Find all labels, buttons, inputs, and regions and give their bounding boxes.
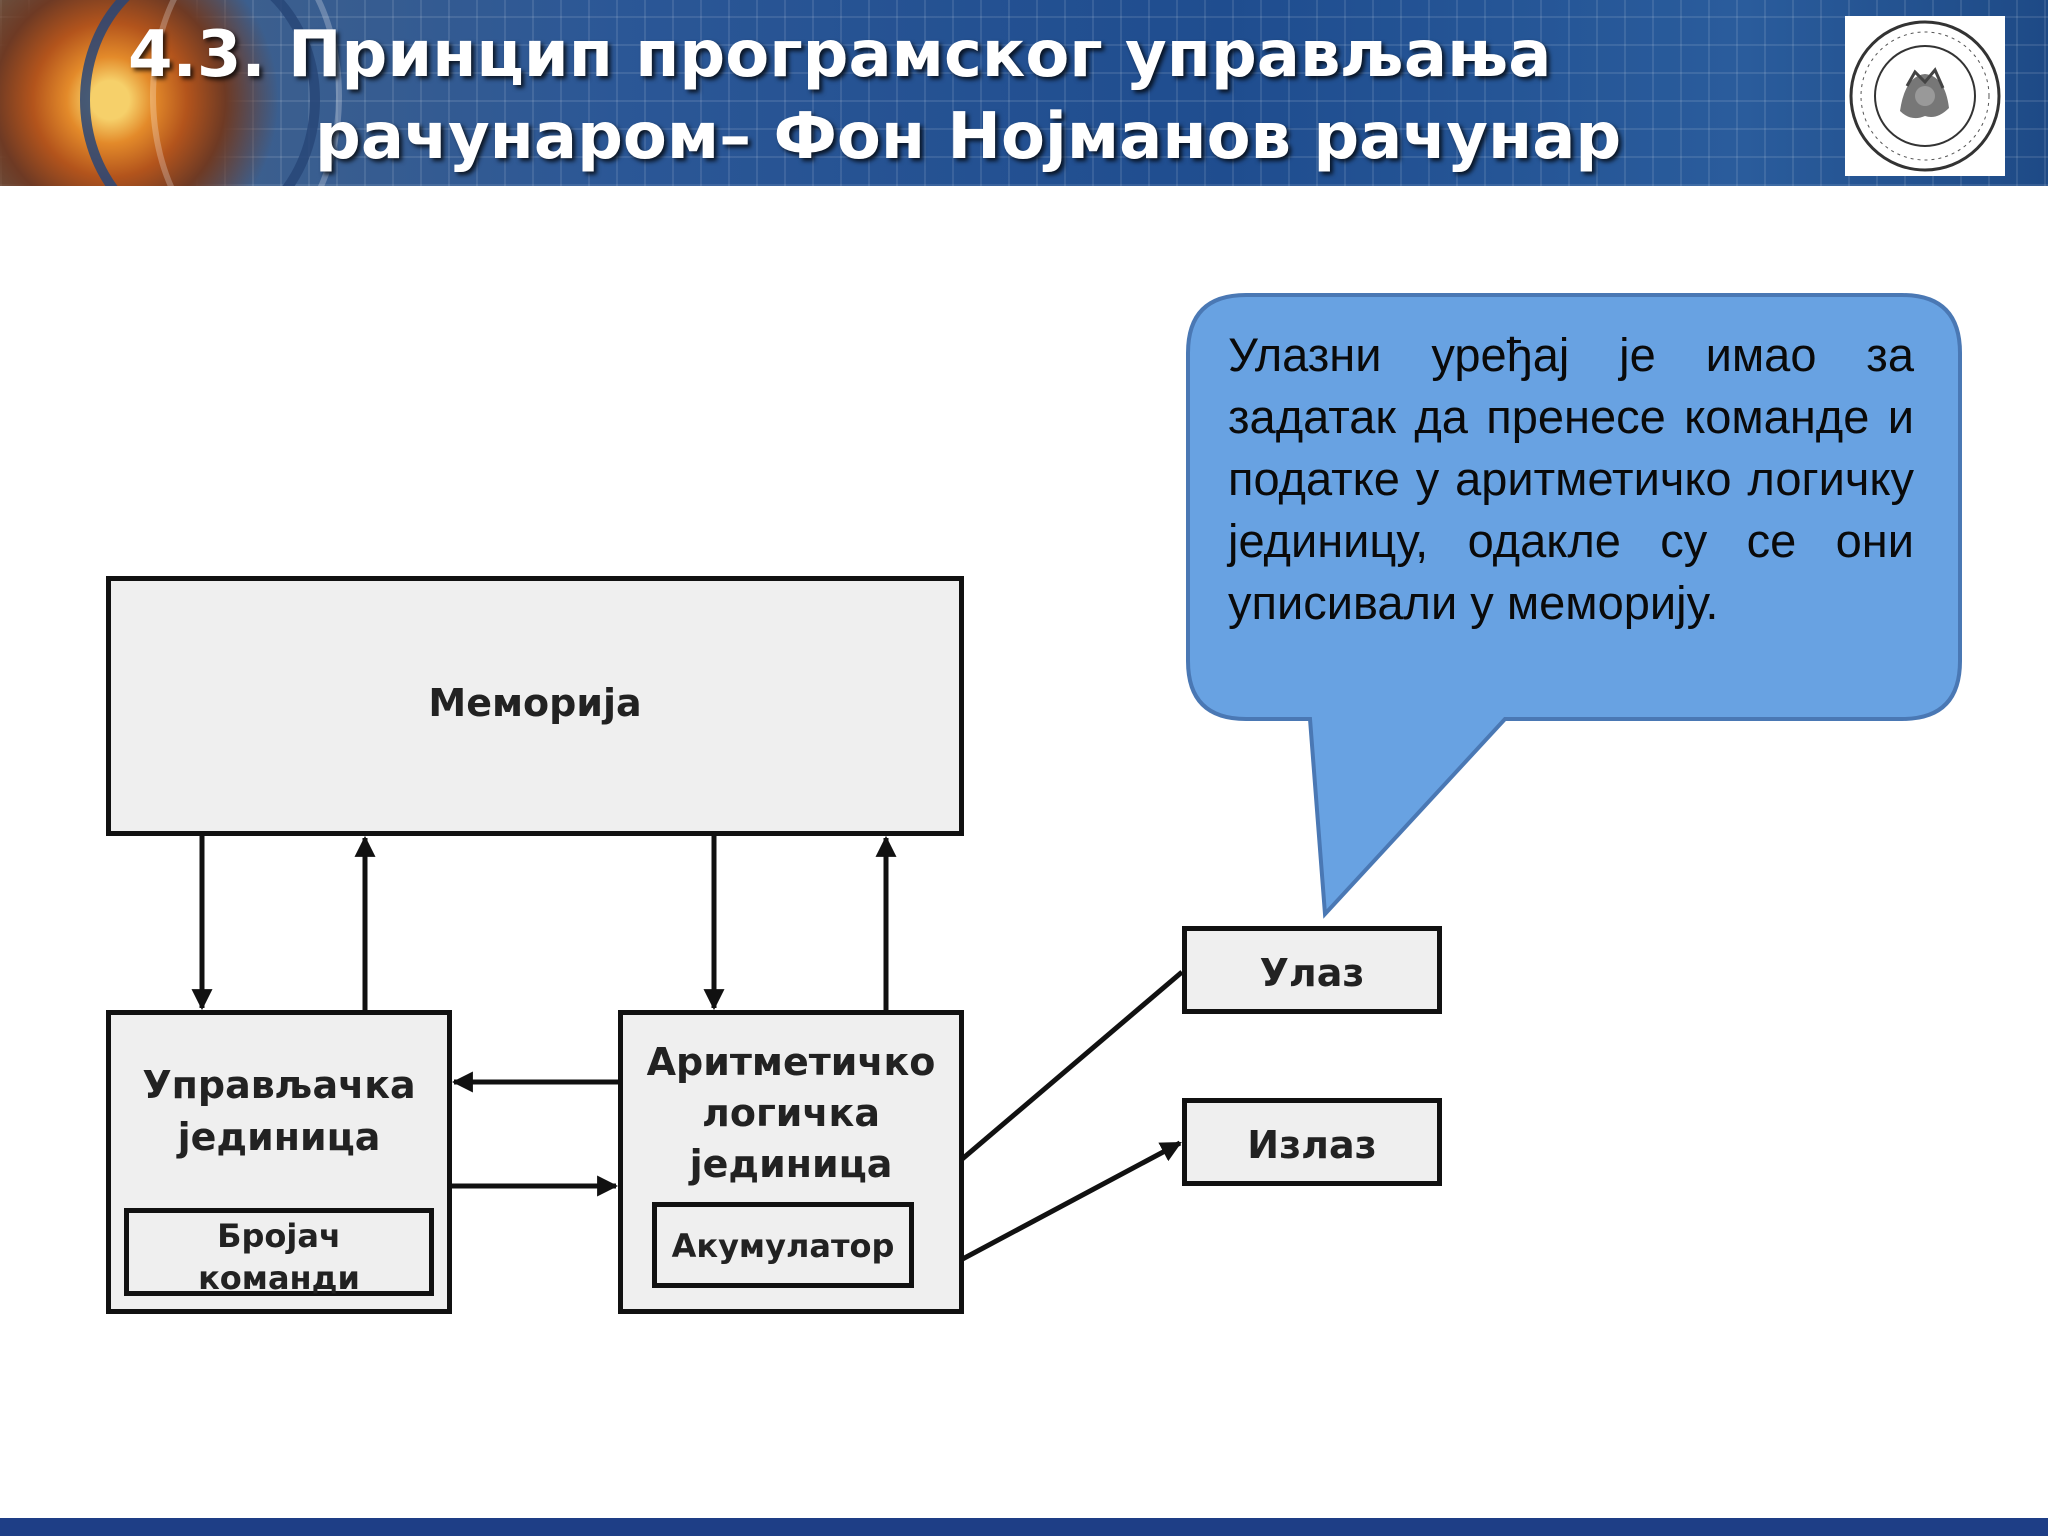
- title-line-2: рачунаром– Фон Нојманов рачунар: [315, 100, 1622, 174]
- alu-label-line-3: јединица: [689, 1142, 893, 1186]
- alu-label: Аритметичко логичка јединица: [623, 1037, 959, 1190]
- output-device-box: Излаз: [1182, 1098, 1442, 1186]
- memory-label: Меморија: [428, 681, 642, 725]
- alu-label-line-2: логичка: [702, 1091, 880, 1135]
- seal-icon: [1849, 20, 2001, 172]
- header-banner: 4.3. Принцип програмског управљања рачун…: [0, 0, 2048, 186]
- control-unit-label-line-2: јединица: [177, 1115, 381, 1159]
- header-decoration-ring: [150, 0, 342, 186]
- control-unit-label: Управљачка јединица: [111, 1059, 447, 1163]
- callout-shape: [1186, 293, 1962, 919]
- faculty-seal-logo: [1845, 16, 2005, 176]
- title-line-1: 4.3. Принцип програмског управљања: [128, 18, 1552, 92]
- callout-text: Улазни уређај је имао за задатак да прен…: [1228, 328, 1914, 629]
- input-label: Улаз: [1259, 951, 1365, 995]
- alu-label-line-1: Аритметичко: [646, 1040, 936, 1084]
- instruction-counter-box: Бројач команди: [124, 1208, 434, 1299]
- output-label: Излаз: [1247, 1123, 1377, 1167]
- instruction-counter-line-2: команди: [198, 1259, 360, 1297]
- accumulator-box: Акумулатор: [652, 1202, 914, 1288]
- control-unit-label-line-1: Управљачка: [142, 1063, 416, 1107]
- instruction-counter-label: Бројач команди: [129, 1215, 429, 1299]
- input-device-box: Улаз: [1182, 926, 1442, 1014]
- memory-box: Меморија: [106, 576, 964, 836]
- instruction-counter-line-1: Бројач: [217, 1217, 341, 1255]
- footer-bar: [0, 1518, 2048, 1536]
- accumulator-label: Акумулатор: [671, 1227, 895, 1265]
